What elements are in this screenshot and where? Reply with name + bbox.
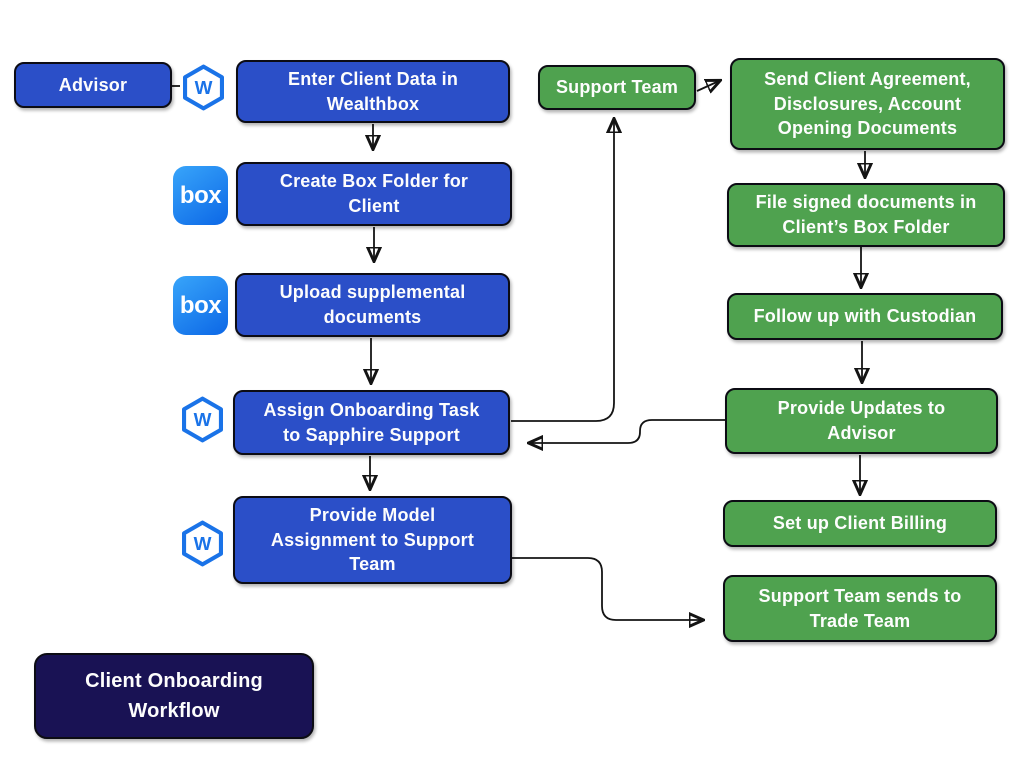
box-icon: box: [173, 276, 228, 335]
node-assign-onboarding-task: Assign Onboarding Task to Sapphire Suppo…: [233, 390, 510, 455]
node-trade-team: Support Team sends to Trade Team: [723, 575, 997, 642]
node-send-client-agreement: Send Client Agreement, Disclosures, Acco…: [730, 58, 1005, 150]
wealthbox-icon: W: [182, 396, 223, 443]
node-follow-up-custodian: Follow up with Custodian: [727, 293, 1003, 340]
node-provide-model-assignment: Provide Model Assignment to Support Team: [233, 496, 512, 584]
arrow-model-to-trade-team: [512, 557, 702, 620]
node-upload-supplemental: Upload supplemental documents: [235, 273, 510, 337]
diagram-title: Client Onboarding Workflow: [34, 653, 314, 739]
node-enter-client-data: Enter Client Data in Wealthbox: [236, 60, 510, 123]
arrow-updates-to-assign: [530, 419, 725, 443]
box-icon: box: [173, 166, 228, 225]
node-create-box-folder: Create Box Folder for Client: [236, 162, 512, 226]
node-client-billing: Set up Client Billing: [723, 500, 997, 547]
svg-text:W: W: [194, 533, 212, 554]
box-icon-label: box: [179, 181, 222, 209]
wealthbox-icon: W: [182, 520, 223, 567]
wealthbox-icon: W: [183, 64, 224, 111]
node-advisor: Advisor: [14, 62, 172, 108]
node-file-signed-documents: File signed documents in Client’s Box Fo…: [727, 183, 1005, 247]
node-support-team: Support Team: [538, 65, 696, 110]
node-provide-updates: Provide Updates to Advisor: [725, 388, 998, 454]
box-icon-label: box: [179, 291, 222, 319]
svg-text:W: W: [195, 77, 213, 98]
arrow-assign-to-support-team: [511, 120, 614, 422]
svg-text:W: W: [194, 409, 212, 430]
arrow-support-to-send: [696, 81, 719, 91]
